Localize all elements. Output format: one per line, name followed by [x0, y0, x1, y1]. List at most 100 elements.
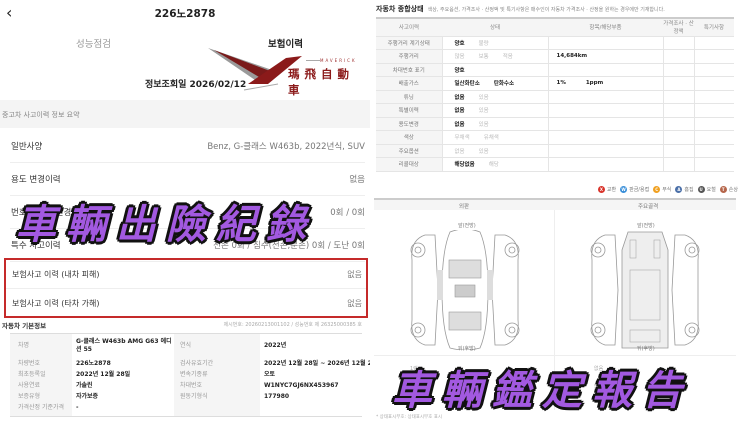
label-transmission: 변속기종류 — [180, 371, 208, 378]
insurance-own-damage-row: 보험사고 이력 (내차 피해) 없음 — [6, 260, 366, 288]
row-special — [693, 49, 734, 64]
logo-english: MAVERICK — [320, 58, 357, 63]
row-label: 특수 사고이력 — [11, 241, 61, 251]
top-bar: ‹ 226노2878 — [0, 0, 370, 28]
diagram-header: 외판 주요골격 — [374, 198, 736, 210]
row-item — [547, 36, 663, 50]
legend-label: 교환 — [606, 187, 617, 193]
inquiry-date: 정보조회일 2026/02/12 — [145, 80, 247, 90]
col-price-estimate: 가격조사 · 산정액 — [663, 17, 694, 37]
row-price — [662, 76, 694, 91]
value-first-reg: 2022년 12월 28일 — [76, 371, 131, 378]
value-base-price: - — [76, 404, 79, 411]
chevron-left-icon[interactable]: ‹ — [6, 3, 13, 22]
row-price — [662, 36, 694, 50]
exchange-icon: X — [597, 186, 605, 193]
value-model-year: 2022년 — [264, 342, 287, 349]
plate-number-title: 226노2878 — [154, 8, 216, 20]
value-car-name: G-클래스 W463b AMG G63 에디션 55 — [76, 338, 172, 353]
row-item — [547, 157, 663, 172]
row-special — [693, 36, 734, 50]
label-inspection-validity: 검사유효기간 — [180, 360, 214, 367]
option-selected: 해당없음 — [454, 162, 475, 169]
summary-row-owner-change: 번호/소유자 변경이력 0회 / 0회 — [10, 196, 365, 229]
row-special — [693, 76, 734, 91]
col-item-part: 항목/해당부품 — [548, 17, 663, 37]
option: 무채색 — [454, 135, 470, 142]
summary-row-general-spec: 일반사양 Benz, G-클래스 W463b, 2022년식, SUV — [10, 130, 365, 163]
row-price — [662, 130, 694, 145]
summary-label: 중고차 사고이력 정보 요약 — [2, 111, 80, 119]
report-header: 자동차 종합상태 색상, 주요옵션, 가격조사 · 산정액 및 특기사항은 매수… — [376, 4, 665, 14]
row-value: 없음 — [347, 299, 362, 308]
row-price — [662, 49, 694, 64]
rear-label-left: 뒤(후방) — [458, 346, 476, 352]
col-special-notes: 특기사항 — [694, 17, 734, 37]
legend-label: 흠집 — [684, 187, 694, 193]
legend-label: 부식 — [662, 187, 672, 193]
option: 해당 — [488, 162, 499, 169]
corrosion-icon: C — [653, 186, 661, 193]
frame-car-diagram — [590, 231, 700, 349]
row-label: 보험사고 이력 (타차 가해) — [12, 299, 100, 308]
row-name: 용도변경 — [376, 117, 442, 131]
col-right-values: 2022년 2022년 12월 28일 ~ 2026년 12월 27일 오토 W… — [260, 334, 370, 416]
label-model-year: 연식 — [180, 342, 192, 349]
row-item — [547, 130, 663, 145]
option: 보통 — [478, 54, 489, 61]
col-accident-history: 사고이력 — [376, 17, 442, 37]
value-fuel: 가솔린 — [76, 382, 93, 389]
insurance-other-damage-row: 보험사고 이력 (타차 가해) 없음 — [6, 288, 366, 316]
option-selected: 양호 — [454, 40, 465, 47]
logo-chinese: 瑪飛自動車 — [288, 67, 354, 97]
rank-label: 2랭크 — [410, 384, 423, 390]
scratch-icon: A — [675, 186, 683, 193]
maverick-logo: MAVERICK 瑪飛自動車 — [208, 44, 370, 97]
row-item — [547, 63, 663, 77]
rank-value: 없음 — [594, 366, 604, 372]
row-value: 없음 — [347, 270, 362, 279]
row-label: 용도 변경이력 — [11, 175, 61, 185]
row-value: 전손 0회 / 침수(전손,분손) 0회 / 도난 0회 — [213, 241, 365, 251]
logo-rule — [306, 60, 320, 61]
legend-label: 요철 — [706, 187, 716, 193]
rear-label-right: 뒤(후방) — [637, 346, 655, 352]
row-name: 주요옵션 — [376, 144, 442, 158]
option: 있음 — [478, 108, 489, 115]
row-value: 없음 — [349, 175, 365, 185]
summary-row-usage-change: 용도 변경이력 없음 — [10, 163, 365, 196]
tab-insurance-history[interactable]: 보험이력 — [268, 39, 303, 50]
row-state: 양호 — [441, 63, 548, 77]
option-selected: 일산화탄소 — [454, 81, 480, 88]
row-name: 주행거리 — [376, 49, 442, 64]
value-warranty: 자가보증 — [76, 393, 99, 400]
insurance-history-panel: ‹ 226노2878 성능점검 보험이력 MAVERICK 瑪飛自動車 정보조회… — [0, 0, 370, 417]
row-item: 14,684km — [547, 49, 663, 64]
row-price — [662, 117, 694, 131]
row-name: 색상 — [376, 130, 442, 145]
row-price — [662, 63, 694, 77]
label-vin: 차대번호 — [180, 382, 203, 389]
tab-performance-check[interactable]: 성능점검 — [76, 39, 111, 50]
row-value: 0회 / 0회 — [330, 208, 365, 218]
co-value: 1% — [556, 80, 566, 87]
label-base-price: 가격산정 기준가격 — [18, 404, 65, 411]
option: 있음 — [478, 148, 489, 155]
option: 적음 — [502, 54, 513, 61]
value-plate: 226노2878 — [76, 360, 111, 367]
row-special — [693, 117, 734, 131]
col-right-labels: 연식 검사유효기간 변속기종류 차대번호 원동기형식 — [174, 334, 260, 416]
